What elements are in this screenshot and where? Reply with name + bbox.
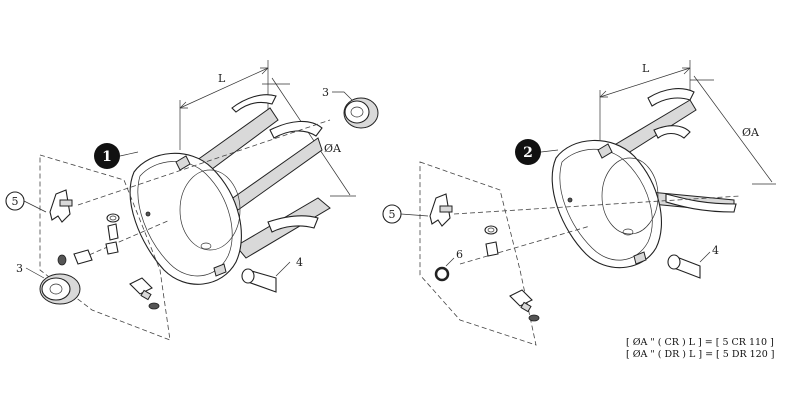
callout-6: 6 [456,248,463,261]
callout-5-2: 5 [389,208,396,221]
callout-3-bottom: 3 [16,262,23,275]
callout-4-1: 4 [296,256,303,269]
hub-body-2 [551,88,737,269]
knob-screw-2 [509,289,540,322]
drawing-2: L ØA 2 [382,60,776,346]
diameter-dimension-2: ØA [690,75,776,185]
size-code-legend: [ ØA " ( CR ) L ] = [ 5 CR 110 ] [ ØA " … [626,337,775,361]
diameter-label-1: ØA [324,142,342,155]
explode-frame-1 [39,154,171,341]
callout-4-2: 4 [712,244,719,257]
callout-5-1: 5 [12,195,19,208]
explode-frame-2 [419,161,537,346]
badge-2: 2 [515,139,559,165]
bearing-bottom-1: 3 [16,262,81,305]
bearing-top-1: 3 [322,86,379,129]
drawing-1: L ØA 1 [5,60,379,341]
size-code-line-1: [ ØA " ( CR ) L ] = [ 5 CR 110 ] [626,337,774,348]
length-label-1: L [218,72,226,85]
diameter-dimension-1: ØA [262,77,356,197]
lever-group-2: 5 [382,193,499,257]
callout-3-top: 3 [322,86,329,99]
length-label-2: L [642,62,650,75]
diameter-label-2: ØA [742,126,760,139]
screw-4-1: 4 [241,256,303,293]
badge-1-number: 1 [102,149,112,165]
badge-2-number: 2 [523,145,533,161]
badge-1: 1 [94,143,139,169]
lever-group-1: 5 [5,189,120,266]
oring-6: 6 [434,248,463,282]
screw-4-2: 4 [667,244,719,279]
knob-screw-1 [129,277,160,310]
size-code-line-2: [ ØA " ( DR ) L ] = [ 5 DR 120 ] [626,349,775,360]
length-dimension-1: L [179,60,269,150]
